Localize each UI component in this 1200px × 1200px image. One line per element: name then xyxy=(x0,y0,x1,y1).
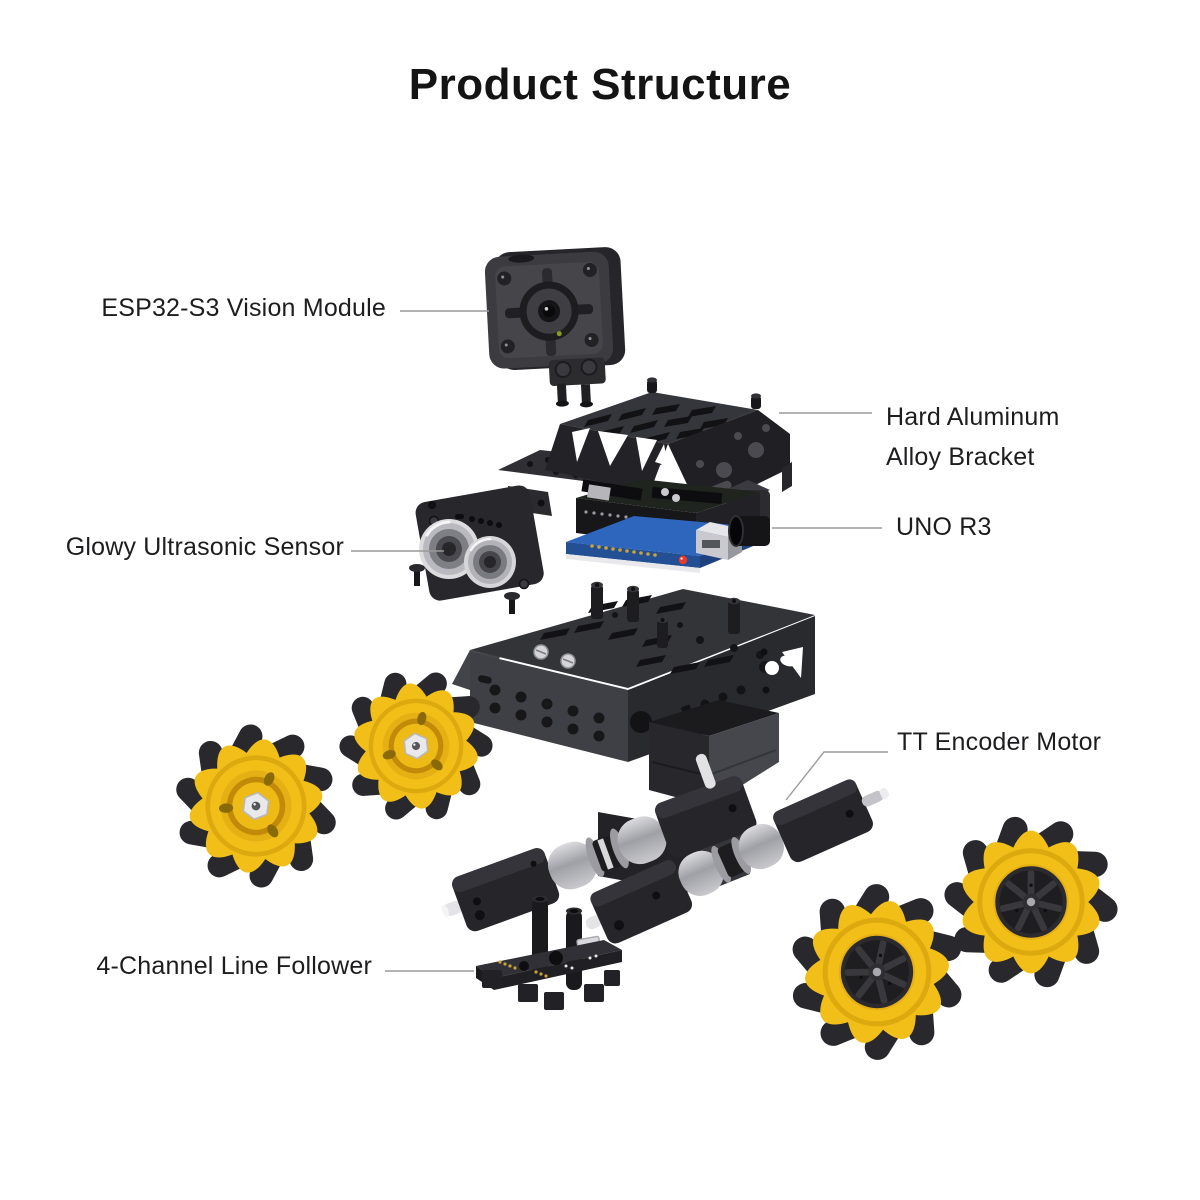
label-bracket-line1: Hard Aluminum xyxy=(886,403,1060,431)
ultrasonic-sensor-graphic xyxy=(409,485,552,614)
leader-line-tt-motor xyxy=(785,751,888,801)
esp32-vision-module-graphic xyxy=(484,247,626,408)
label-tt-motor-text: TT Encoder Motor xyxy=(897,728,1102,756)
uno-r3-graphic xyxy=(566,479,770,573)
label-uno-text: UNO R3 xyxy=(896,513,992,541)
label-tt-encoder-motor: TT Encoder Motor xyxy=(897,728,1101,757)
label-line-follower: 4-Channel Line Follower xyxy=(0,952,372,981)
label-esp32-text: ESP32-S3 Vision Module xyxy=(101,294,386,322)
label-ultrasonic-sensor: Glowy Ultrasonic Sensor xyxy=(0,533,344,562)
label-esp32-vision-module: ESP32-S3 Vision Module xyxy=(0,294,386,323)
label-bracket-line2: Alloy Bracket xyxy=(886,443,1035,471)
page-title: Product Structure xyxy=(408,60,792,109)
label-uno-r3: UNO R3 xyxy=(896,513,992,542)
mecanum-wheel-front-left-graphic xyxy=(158,706,354,907)
label-line-follower-text: 4-Channel Line Follower xyxy=(96,952,372,980)
mecanum-wheel-rear-right-graphic xyxy=(939,807,1122,997)
tt-encoder-motors-graphic xyxy=(441,753,889,944)
label-aluminum-bracket: Hard Aluminum Alloy Bracket xyxy=(886,397,1060,477)
label-ultrasonic-text: Glowy Ultrasonic Sensor xyxy=(65,533,344,561)
line-follower-graphic xyxy=(476,895,622,1010)
